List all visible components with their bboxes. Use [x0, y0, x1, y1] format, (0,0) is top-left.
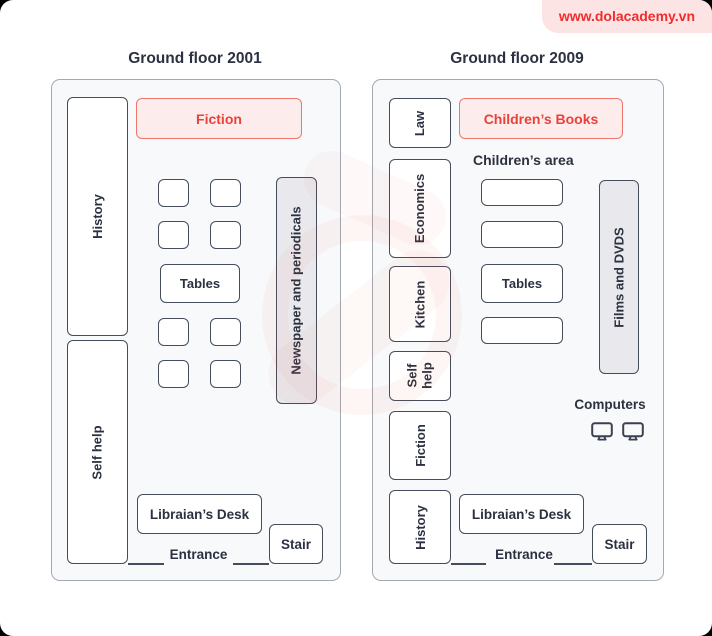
- chair-square: [210, 221, 241, 249]
- room-fiction-2009: Fiction: [389, 411, 451, 480]
- room-films-dvds-label: Films and DVDS: [611, 226, 627, 328]
- website-badge: www.dolacademy.vn: [541, 0, 712, 33]
- room-fiction-label: Fiction: [196, 110, 242, 127]
- chair-square: [210, 360, 241, 388]
- floor-plan-2001: History Fiction Tables Newspaper and per…: [51, 79, 341, 581]
- room-economics-2009: Economics: [389, 159, 451, 258]
- room-self-help-label: Self help: [404, 362, 434, 390]
- room-law-2009: Law: [389, 98, 451, 148]
- entrance-label-2001: Entrance: [169, 547, 228, 562]
- room-tables-2009: Tables: [481, 264, 563, 303]
- room-tables-label: Tables: [501, 276, 543, 291]
- room-fiction-label: Fiction: [412, 424, 428, 467]
- entrance-wall-line: [554, 563, 592, 565]
- room-librarians-desk-2001: Libraian’s Desk: [137, 494, 262, 534]
- stair-label: Stair: [280, 536, 311, 552]
- room-self-help-label: Self help: [90, 424, 105, 480]
- chair-square: [210, 318, 241, 346]
- room-films-dvds-2009: Films and DVDS: [599, 180, 639, 374]
- chair-square: [210, 179, 241, 207]
- room-newspaper-periodicals: Newspaper and periodicals: [276, 177, 317, 404]
- room-tables-2001: Tables: [160, 264, 240, 303]
- chair-square: [158, 360, 189, 388]
- room-kitchen-2009: Kitchen: [389, 266, 451, 342]
- librarians-desk-label: Libraian’s Desk: [149, 506, 250, 522]
- computer-monitor-icon: [591, 422, 613, 441]
- plan-title-2001: Ground floor 2001: [128, 50, 262, 67]
- childrens-books-label: Children’s Books: [483, 110, 599, 127]
- room-fiction-2001: Fiction: [136, 98, 302, 139]
- room-newspaper-label: Newspaper and periodicals: [289, 206, 304, 375]
- plan-title-2009: Ground floor 2009: [450, 50, 584, 67]
- bench-rect: [481, 179, 563, 206]
- room-economics-label: Economics: [412, 173, 428, 244]
- room-librarians-desk-2009: Libraian’s Desk: [459, 494, 584, 534]
- room-history-2009: History: [389, 490, 451, 564]
- entrance-wall-line: [451, 563, 486, 565]
- room-law-label: Law: [412, 110, 428, 136]
- room-self-help-2001: Self help: [67, 340, 128, 564]
- bench-rect: [481, 317, 563, 344]
- room-childrens-books-2009: Children’s Books: [459, 98, 623, 139]
- room-tables-label: Tables: [179, 276, 221, 291]
- computers-label: Computers: [574, 397, 646, 412]
- bench-rect: [481, 221, 563, 248]
- chair-square: [158, 318, 189, 346]
- computer-monitor-icon: [622, 422, 644, 441]
- room-self-help-2009: Self help: [389, 351, 451, 401]
- entrance-wall-line: [128, 563, 164, 565]
- floor-plan-2009: Law Children’s Books Children’s area Eco…: [372, 79, 664, 581]
- childrens-area-label: Children’s area: [473, 152, 574, 168]
- room-history-label: History: [89, 194, 105, 239]
- chair-square: [158, 179, 189, 207]
- chair-square: [158, 221, 189, 249]
- room-stair-2001: Stair: [269, 524, 323, 564]
- room-history-label: History: [412, 504, 428, 550]
- entrance-label-2009: Entrance: [495, 547, 553, 562]
- librarians-desk-label: Libraian’s Desk: [471, 506, 572, 522]
- room-history-2001: History: [67, 97, 128, 336]
- entrance-wall-line: [233, 563, 269, 565]
- room-kitchen-label: Kitchen: [412, 280, 428, 328]
- room-stair-2009: Stair: [592, 524, 647, 564]
- stair-label: Stair: [604, 536, 635, 552]
